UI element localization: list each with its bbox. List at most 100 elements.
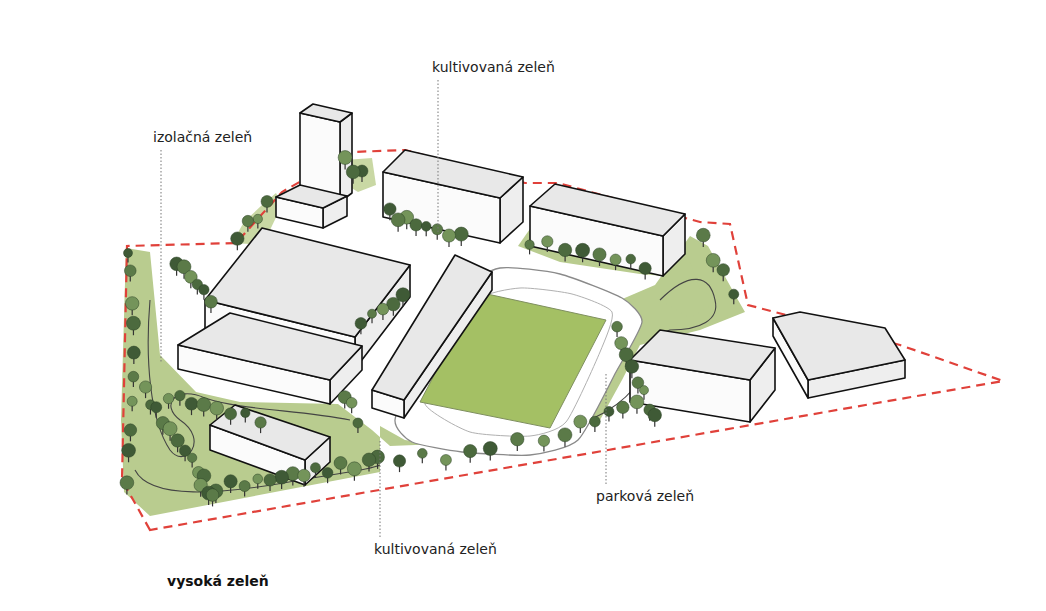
tree-crown [210, 401, 224, 415]
building-roof [178, 313, 362, 380]
tree [322, 467, 333, 483]
tree-crown [464, 445, 477, 458]
tree [440, 454, 451, 470]
tree [125, 297, 138, 315]
tree [127, 346, 140, 364]
tree [124, 424, 136, 441]
tree-crown [338, 151, 352, 165]
tree [253, 214, 262, 228]
tree [368, 309, 377, 323]
tree [346, 165, 360, 184]
tree-crown [417, 448, 427, 458]
tree [558, 428, 572, 447]
tree [139, 381, 151, 398]
tree [442, 229, 455, 247]
tree [128, 371, 139, 387]
tree-crown [639, 262, 651, 274]
building-roof [530, 184, 685, 236]
tree [391, 213, 405, 232]
leader-line [606, 372, 607, 484]
building-roof [372, 255, 492, 400]
tree [239, 481, 250, 497]
tree-crown [483, 442, 497, 456]
leader-line [438, 80, 439, 232]
tree-crown [574, 415, 587, 428]
tree-crown [706, 253, 720, 267]
tree-crown [199, 285, 209, 295]
tree-crown [253, 214, 262, 223]
tree [729, 289, 739, 304]
tree [648, 408, 661, 426]
tree [410, 219, 422, 236]
leader-line [161, 150, 162, 362]
tree-crown [648, 408, 661, 421]
tree-crown [617, 401, 629, 413]
tree-crown [639, 386, 648, 395]
tree-crown [610, 254, 621, 265]
tree [617, 401, 629, 418]
caption: vysoká zeleň [167, 572, 269, 590]
tree [126, 316, 140, 335]
tree [717, 264, 730, 282]
tree-crown [346, 165, 360, 179]
tree [639, 262, 651, 279]
building [276, 185, 347, 228]
tree-crown [391, 213, 405, 227]
building-roof [630, 330, 775, 380]
tree [630, 395, 644, 414]
tree-crown [264, 474, 276, 486]
callout-label: kultivovaná zeleň [372, 540, 499, 558]
tree-crown [275, 470, 289, 484]
tree-crown [124, 265, 136, 277]
tree [255, 417, 266, 433]
tree-crown [253, 474, 263, 484]
tree-crown [239, 481, 250, 492]
tree [151, 402, 162, 418]
building [530, 184, 685, 276]
tree-crown [630, 395, 644, 409]
tree-crown [298, 469, 310, 481]
tree-crown [576, 243, 590, 257]
tree-crown [729, 289, 739, 299]
building [210, 405, 330, 485]
tree [626, 254, 636, 269]
tree [225, 408, 237, 425]
tree [346, 397, 357, 413]
tree-crown [421, 221, 431, 231]
tree [454, 227, 468, 246]
tree-crown [322, 467, 333, 478]
tree-crown [205, 295, 218, 308]
tree-crown [511, 433, 524, 446]
tree-crown [604, 406, 614, 416]
tree [696, 228, 710, 247]
tree [387, 297, 400, 315]
tree-crown [593, 248, 606, 261]
tree-crown [187, 453, 196, 462]
tree-crown [231, 232, 244, 245]
building-roof [210, 405, 330, 460]
building-roof [276, 185, 347, 208]
tree-crown [590, 416, 601, 427]
callout-label: izolačná zeleň [151, 128, 254, 146]
tree-crown [255, 417, 266, 428]
building [372, 255, 492, 418]
tree [231, 232, 244, 250]
tree-crown [242, 215, 253, 226]
tree [175, 390, 185, 405]
tree-crown [125, 297, 138, 310]
tree [185, 397, 198, 415]
building [178, 313, 362, 404]
tree [542, 236, 553, 252]
tree [590, 416, 601, 432]
tree-crown [347, 462, 361, 476]
tree-crown [362, 453, 376, 467]
tree [127, 396, 137, 411]
tree-crown [432, 224, 443, 235]
tree [347, 462, 361, 481]
tree [310, 463, 320, 478]
tree [525, 240, 534, 254]
tree-crown [542, 236, 553, 247]
tree [187, 453, 196, 467]
tree [197, 398, 211, 417]
